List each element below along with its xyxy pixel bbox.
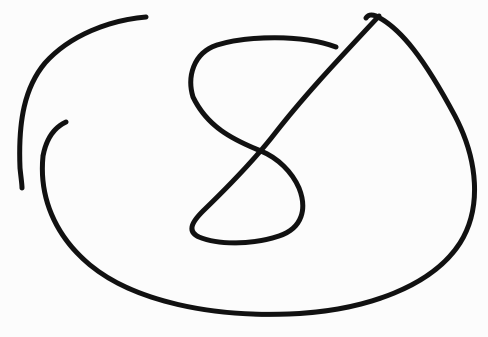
digit-8-glyph: [191, 16, 379, 243]
outer-arc-left: [20, 17, 146, 188]
inner-arc-left: [43, 122, 66, 156]
outer-oval: [42, 15, 474, 314]
